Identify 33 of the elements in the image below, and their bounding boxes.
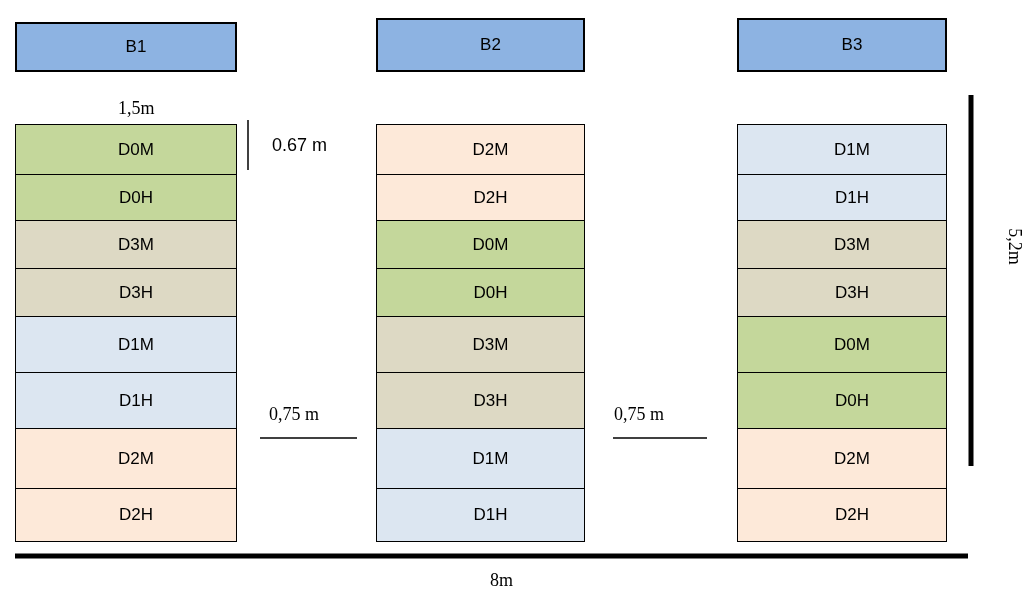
block-header: B3 <box>737 18 947 72</box>
plot-cell: D3H <box>376 372 585 430</box>
plot-cell: D2H <box>737 488 947 542</box>
plot-cell: D2H <box>376 174 585 222</box>
dimension-label: 0,75 m <box>614 404 664 425</box>
dimension-label: 0,75 m <box>269 404 319 425</box>
plot-cell: D1H <box>737 174 947 222</box>
plot-cell: D3M <box>376 316 585 374</box>
dimension-label: 8m <box>490 570 513 591</box>
plot-cell: D0H <box>376 268 585 318</box>
plot-cell: D0M <box>737 316 947 374</box>
plot-cell: D0M <box>15 124 237 176</box>
dimension-label: 1,5m <box>118 98 155 119</box>
plot-cell: D2M <box>15 428 237 490</box>
plot-cell: D2H <box>15 488 237 542</box>
plot-cell: D3H <box>15 268 237 318</box>
plot-cell: D1M <box>737 124 947 176</box>
plot-cell: D1H <box>15 372 237 430</box>
plot-cell: D2M <box>376 124 585 176</box>
plot-cell: D3H <box>737 268 947 318</box>
plot-cell: D1M <box>15 316 237 374</box>
plot-cell: D0H <box>737 372 947 430</box>
plot-cell: D1M <box>376 428 585 490</box>
block-header: B1 <box>15 22 237 72</box>
plot-cell: D3M <box>15 220 237 270</box>
dimension-label: 5,2m <box>1003 228 1025 265</box>
dimension-label: 0.67 m <box>272 135 328 156</box>
plot-cell: D0H <box>15 174 237 222</box>
plot-cell: D2M <box>737 428 947 490</box>
plot-cell: D3M <box>737 220 947 270</box>
block-header: B2 <box>376 18 585 72</box>
plot-cell: D0M <box>376 220 585 270</box>
plot-cell: D1H <box>376 488 585 542</box>
